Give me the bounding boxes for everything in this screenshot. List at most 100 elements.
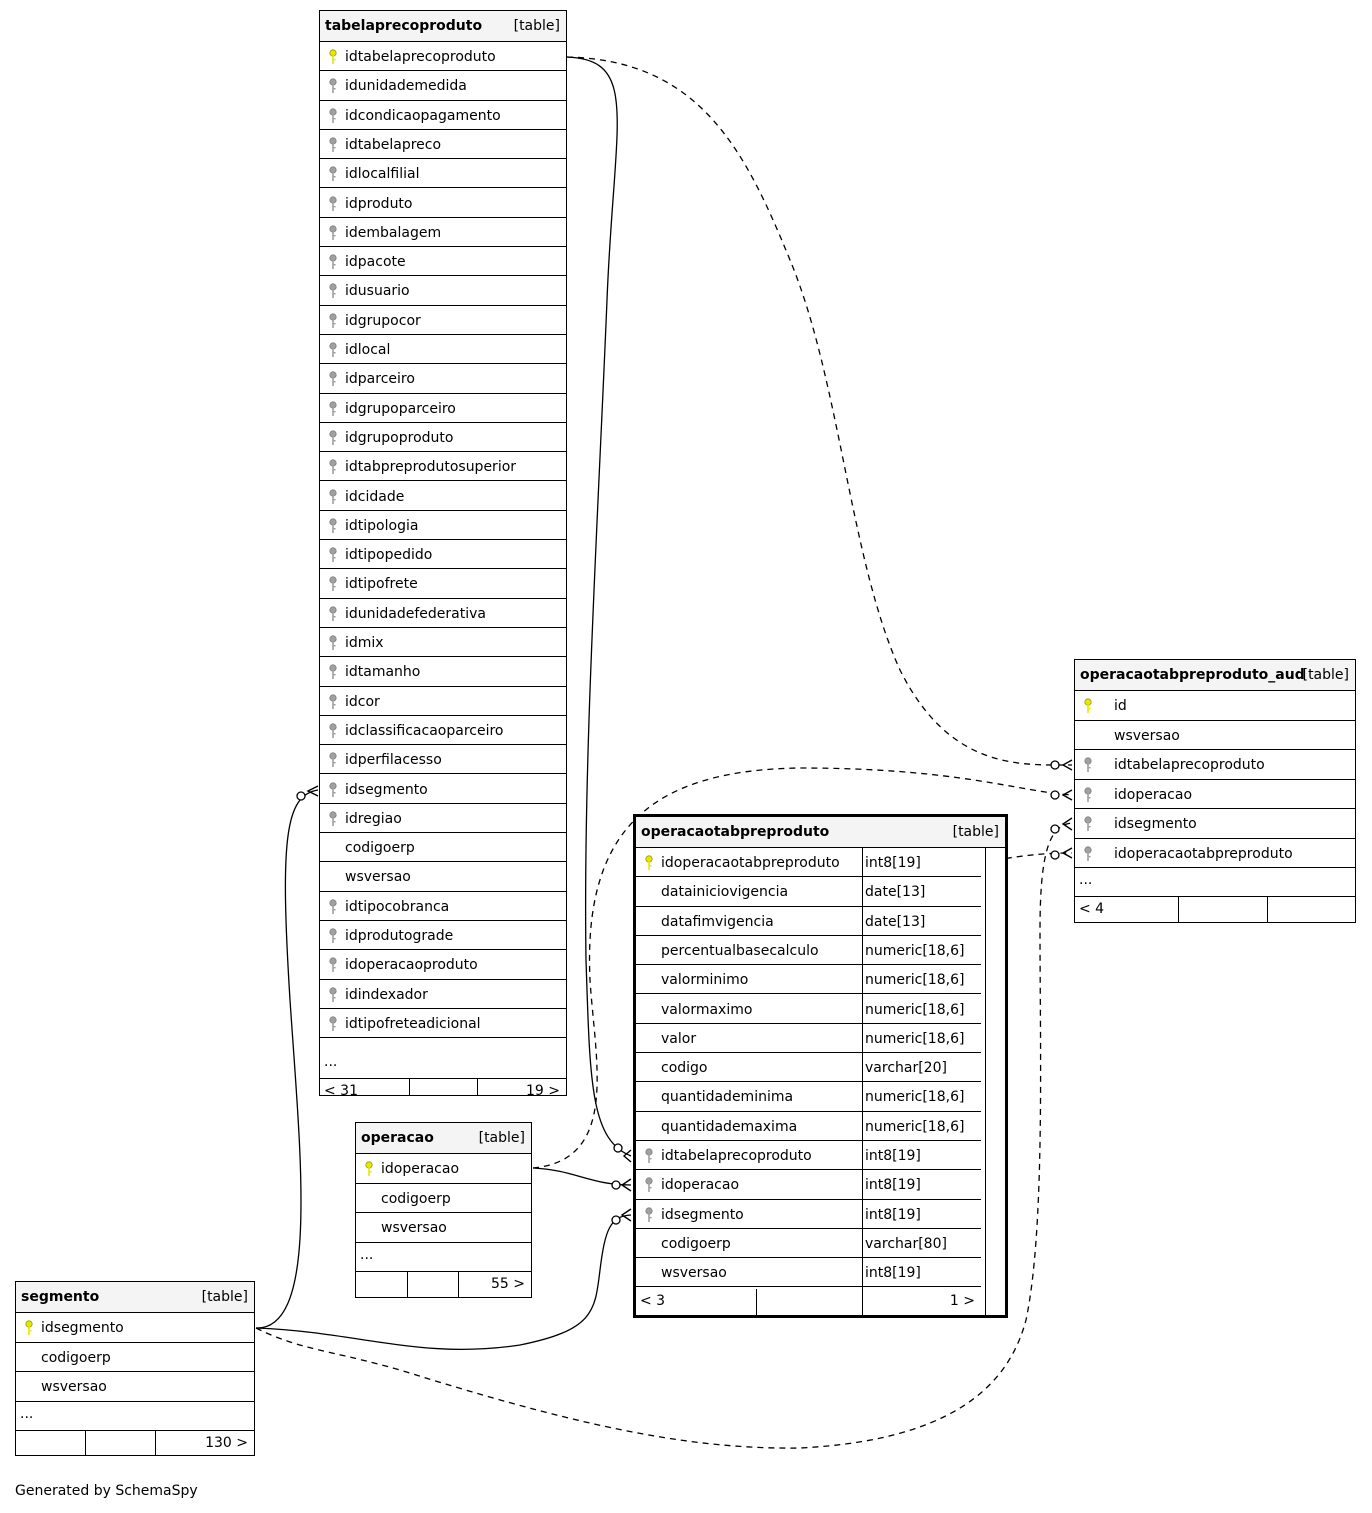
- column-name: idsegmento: [345, 781, 428, 798]
- column-row[interactable]: wsversao: [16, 1372, 254, 1402]
- parents-count[interactable]: < 31: [324, 1083, 358, 1099]
- children-count[interactable]: 130 >: [205, 1435, 248, 1451]
- foreign-key-icon: [328, 693, 338, 710]
- column-row[interactable]: wsversao: [356, 1213, 531, 1243]
- column-name: idtipofreteadicional: [345, 1015, 481, 1032]
- column-type: numeric[18,6]: [865, 1001, 965, 1018]
- column-row[interactable]: idgrupoparceiro: [320, 394, 566, 423]
- column-row[interactable]: idunidademedida: [320, 71, 566, 101]
- column-name: idoperacaotabpreproduto: [661, 855, 840, 871]
- column-row[interactable]: idoperacao: [1075, 780, 1355, 809]
- foreign-key-icon: [328, 313, 338, 329]
- foreign-key-icon: [328, 781, 338, 798]
- column-name: idparceiro: [345, 371, 415, 388]
- table-tabelaprecoproduto[interactable]: tabelaprecoproduto [table] idtabelapreco…: [319, 10, 567, 1099]
- column-row[interactable]: idmix: [320, 628, 566, 658]
- column-row[interactable]: idsegmento: [320, 775, 566, 804]
- column-row[interactable]: wsversao: [1075, 721, 1355, 750]
- column-row[interactable]: idsegmento: [16, 1313, 254, 1343]
- children-count[interactable]: 1 >: [949, 1293, 975, 1309]
- column-row[interactable]: idregiao: [320, 804, 566, 834]
- column-row[interactable]: idoperacaoproduto: [320, 950, 566, 980]
- column-row[interactable]: idoperacaotabpreproduto: [1075, 839, 1355, 868]
- column-row[interactable]: idtipofreteadicional: [320, 1009, 566, 1039]
- column-row[interactable]: idsegmento: [1075, 809, 1355, 839]
- column-row[interactable]: wsversao: [320, 862, 566, 892]
- column-row[interactable]: idoperacao: [356, 1154, 531, 1184]
- column-row[interactable]: idgrupocor: [320, 306, 566, 335]
- column-row[interactable]: idlocalfilial: [320, 159, 566, 189]
- column-row[interactable]: idpacote: [320, 247, 566, 277]
- column-name: quantidademinima: [661, 1089, 794, 1106]
- foreign-key-icon: [1083, 845, 1093, 862]
- column-name: codigoerp: [661, 1235, 731, 1252]
- foreign-key-icon: [644, 1206, 654, 1223]
- foreign-key-icon: [328, 254, 338, 270]
- column-row[interactable]: idusuario: [320, 276, 566, 306]
- column-row[interactable]: codigoerp: [356, 1184, 531, 1213]
- column-name: idtipofrete: [345, 576, 418, 593]
- column-row[interactable]: idtipofrete: [320, 569, 566, 599]
- column-name: idlocal: [345, 342, 391, 358]
- column-row[interactable]: idtipocobranca: [320, 892, 566, 921]
- column-name: idunidadefederativa: [345, 605, 486, 622]
- column-row[interactable]: idcor: [320, 687, 566, 716]
- column-row[interactable]: codigoerp: [16, 1343, 254, 1372]
- children-count[interactable]: 55 >: [491, 1276, 525, 1292]
- column-row[interactable]: idperfilacesso: [320, 745, 566, 775]
- foreign-key-icon: [328, 342, 338, 358]
- column-name: idoperacao: [381, 1161, 460, 1177]
- column-row[interactable]: idprodutograde: [320, 921, 566, 951]
- column-row[interactable]: idembalagem: [320, 218, 566, 248]
- column-row[interactable]: idproduto: [320, 189, 566, 218]
- foreign-key-icon: [328, 225, 338, 241]
- column-row[interactable]: id: [1075, 691, 1355, 721]
- column-row[interactable]: idindexador: [320, 980, 566, 1009]
- column-row[interactable]: codigoerp: [320, 833, 566, 863]
- foreign-key-icon: [328, 752, 338, 768]
- column-row[interactable]: idunidadefederativa: [320, 599, 566, 628]
- column-row[interactable]: idcondicaopagamento: [320, 101, 566, 130]
- column-name: idperfilacesso: [345, 752, 442, 769]
- column-row[interactable]: idtabelaprecoproduto: [320, 42, 566, 72]
- parents-count[interactable]: < 3: [640, 1293, 666, 1309]
- column-row[interactable]: idgrupoproduto: [320, 423, 566, 453]
- table-operacaotabpreproduto[interactable]: operacaotabpreproduto [table] idoperacao…: [633, 814, 1008, 1318]
- foreign-key-icon: [328, 811, 338, 827]
- foreign-key-icon: [328, 928, 338, 944]
- column-row[interactable]: idtabelaprecoproduto: [1075, 750, 1355, 780]
- column-row[interactable]: idclassificacaoparceiro: [320, 716, 566, 746]
- children-count[interactable]: 19 >: [526, 1083, 560, 1099]
- foreign-key-icon: [328, 576, 338, 592]
- column-row[interactable]: idtamanho: [320, 657, 566, 687]
- parents-count[interactable]: < 4: [1079, 901, 1105, 917]
- foreign-key-icon: [328, 195, 338, 212]
- column-row[interactable]: idtipopedido: [320, 540, 566, 570]
- column-row[interactable]: idtabelapreco: [320, 130, 566, 160]
- column-row[interactable]: idlocal: [320, 335, 566, 365]
- column-row[interactable]: idtipologia: [320, 511, 566, 541]
- foreign-key-icon: [328, 371, 338, 387]
- column-row[interactable]: idcidade: [320, 482, 566, 511]
- column-row[interactable]: idparceiro: [320, 364, 566, 394]
- column-name: valor: [661, 1030, 697, 1047]
- column-row[interactable]: idtabpreprodutosuperior: [320, 452, 566, 482]
